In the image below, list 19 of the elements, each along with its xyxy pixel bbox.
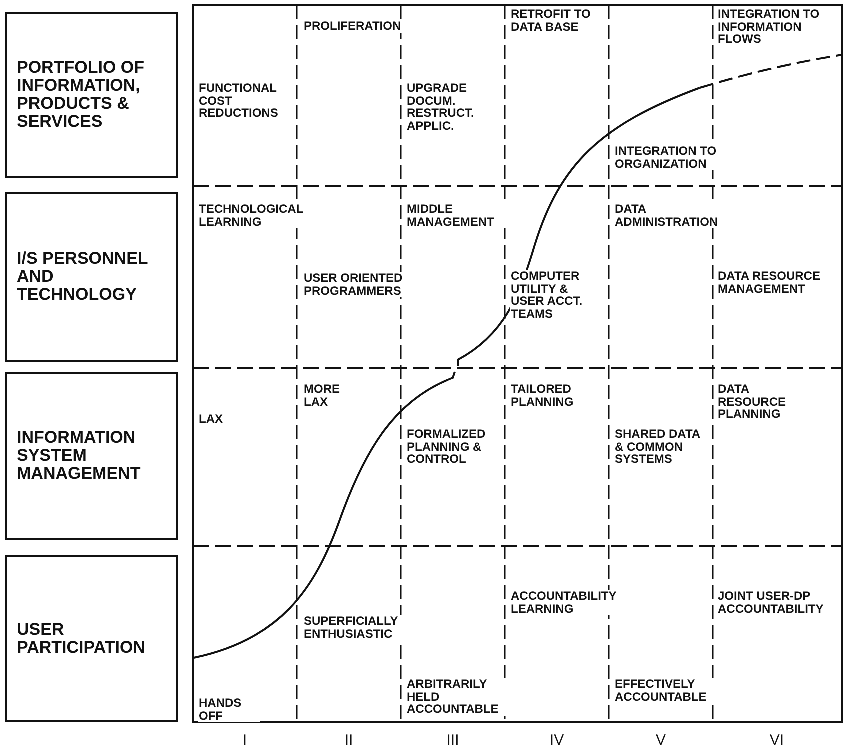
row-header-text: INFORMATION SYSTEM MANAGEMENT xyxy=(17,429,142,483)
cell-text: RETROFIT TO DATA BASE xyxy=(510,8,592,34)
row-header-box xyxy=(5,555,178,722)
row-header-text: PORTFOLIO OF INFORMATION, PRODUCTS & SERVICES xyxy=(17,59,146,131)
row-header-box xyxy=(5,192,178,362)
row-header-text: I/S PERSONNEL AND TECHNOLOGY xyxy=(17,250,149,304)
cell-text: USER ORIENTED PROGRAMMERS xyxy=(303,272,405,298)
row-header-box xyxy=(5,372,178,540)
stage-numeral: IV xyxy=(550,732,564,749)
stage-numeral: V xyxy=(656,732,666,749)
stage-numeral: VI xyxy=(770,732,784,749)
cell-text: HANDS OFF xyxy=(198,697,260,722)
row-header-text: USER PARTICIPATION xyxy=(17,620,146,656)
cell-text: PROLIFERATION xyxy=(303,20,402,33)
stage-numeral: I xyxy=(242,732,248,749)
stage-numeral: II xyxy=(344,732,354,749)
stage-numeral: III xyxy=(446,732,460,749)
cell-text: LAX xyxy=(198,413,224,426)
row-header-box xyxy=(5,12,178,178)
